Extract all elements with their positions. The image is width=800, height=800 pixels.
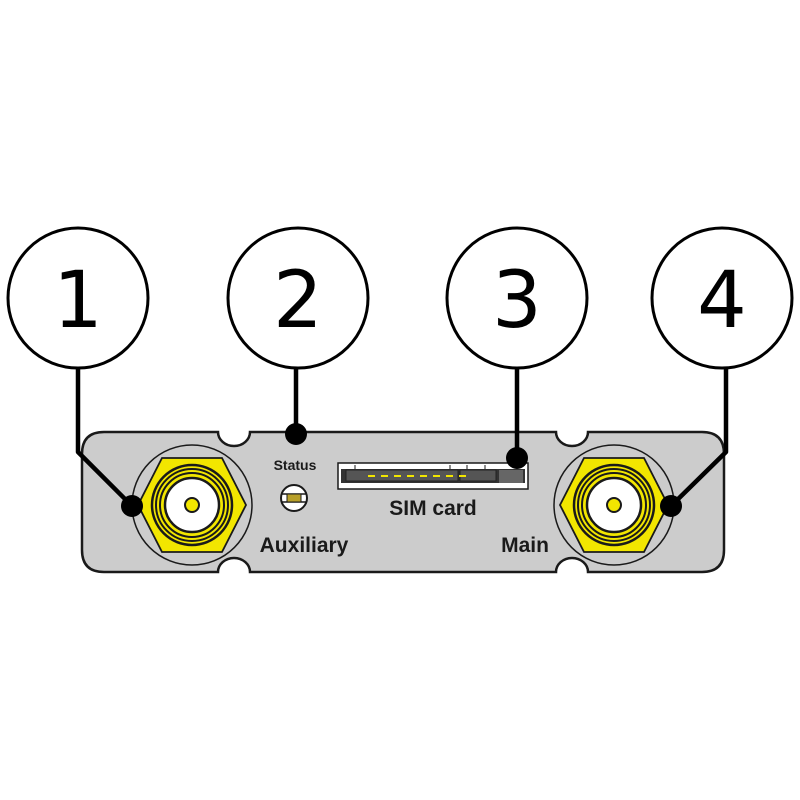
callout-2-number: 2	[273, 256, 323, 346]
status-label: Status	[274, 457, 317, 473]
auxiliary-label: Auxiliary	[260, 534, 349, 557]
callout-2: 2	[226, 226, 370, 370]
leader-lines	[75, 369, 729, 508]
callout-1-number: 1	[53, 256, 103, 346]
main-connector-icon	[553, 444, 675, 566]
sim-card-label: SIM card	[389, 497, 477, 520]
leader-dots	[121, 423, 682, 517]
callout-1: 1	[6, 226, 150, 370]
status-led-icon	[280, 484, 308, 512]
auxiliary-connector-icon	[131, 444, 253, 566]
callout-3: 3	[445, 226, 589, 370]
callout-3-number: 3	[492, 256, 542, 346]
callout-4: 4	[650, 226, 794, 370]
main-label: Main	[501, 534, 549, 557]
sim-card-slot-icon	[337, 462, 529, 490]
callout-4-number: 4	[697, 256, 747, 346]
